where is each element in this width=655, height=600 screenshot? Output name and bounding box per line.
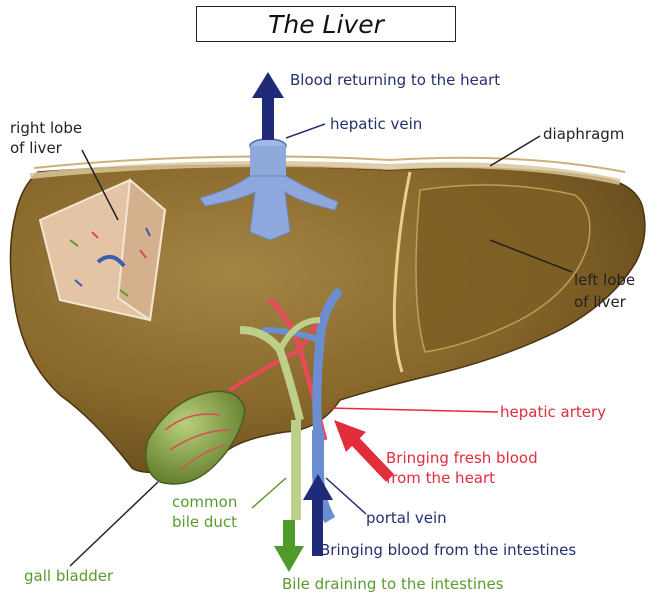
- arrow-fresh-blood: [334, 420, 394, 482]
- leader-hepatic-vein: [285, 123, 326, 139]
- label-diaphragm: diaphragm: [543, 125, 625, 143]
- label-fresh-blood-1: Bringing fresh blood: [386, 449, 538, 467]
- left-lobe: [415, 184, 591, 353]
- arrow-blood-returning: [252, 72, 284, 140]
- label-hepatic-vein: hepatic vein: [330, 115, 423, 133]
- leader-right-lobe: [81, 149, 119, 221]
- label-gall-bladder: gall bladder: [24, 567, 114, 585]
- label-right-lobe-1: right lobe: [10, 119, 83, 137]
- leader-hepatic-artery: [327, 407, 499, 413]
- arrow-from-intestines: [303, 474, 333, 556]
- title-box: The Liver: [196, 6, 456, 42]
- lobe-divider: [392, 171, 412, 373]
- gall-bladder-shape: [145, 390, 246, 485]
- label-from-intestines: Bringing blood from the intestines: [320, 541, 577, 559]
- label-common-bile-1: common: [172, 493, 238, 511]
- leader-diaphragm: [489, 135, 541, 167]
- leader-left-lobe: [489, 239, 573, 273]
- page-title: The Liver: [268, 9, 384, 39]
- label-right-lobe-2: of liver: [10, 139, 62, 157]
- arrow-bile-draining: [274, 520, 304, 572]
- diaphragm-membrane: [29, 161, 621, 185]
- label-portal-vein: portal vein: [366, 509, 447, 527]
- label-blood-returning: Blood returning to the heart: [290, 71, 501, 89]
- label-hepatic-artery: hepatic artery: [500, 403, 607, 421]
- label-bile-draining: Bile draining to the intestines: [282, 575, 504, 593]
- leader-gall-bladder: [69, 481, 159, 567]
- leader-common-bile-duct: [251, 477, 287, 509]
- label-fresh-blood-2: from the heart: [386, 469, 496, 487]
- vessel-tree: [228, 286, 344, 441]
- leader-portal-vein: [325, 477, 367, 515]
- hepatic-vein-shape: [199, 138, 339, 241]
- label-left-lobe-2: of liver: [574, 293, 626, 311]
- label-common-bile-2: bile duct: [172, 513, 238, 531]
- liver-section-cube: [38, 177, 167, 322]
- label-left-lobe-1: left lobe: [574, 271, 636, 289]
